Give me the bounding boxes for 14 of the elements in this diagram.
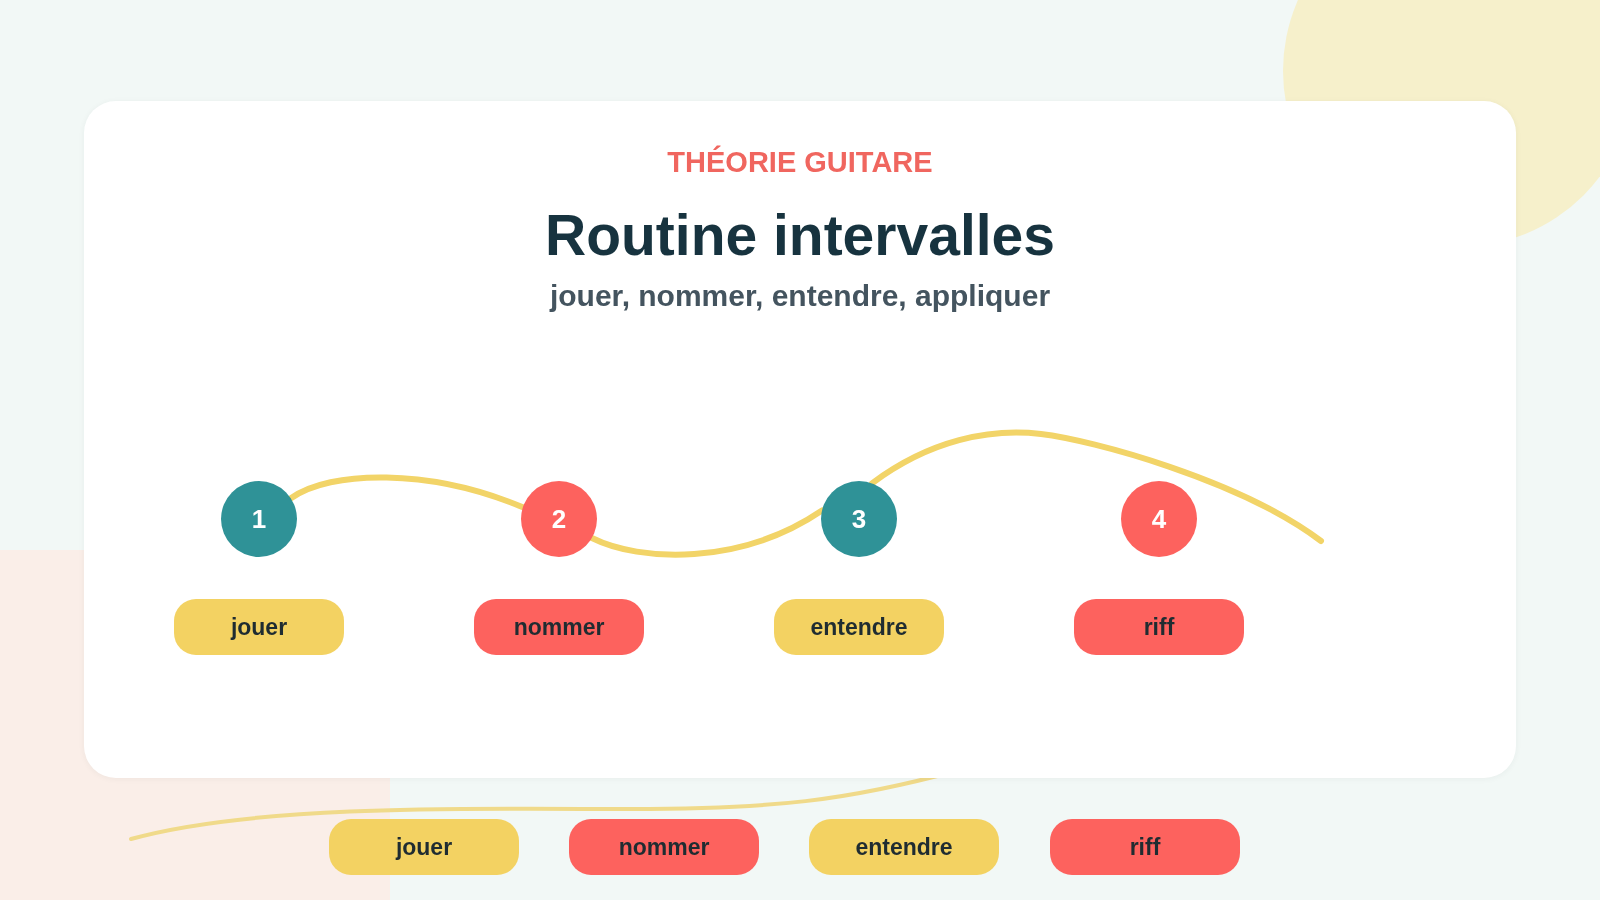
word-tag: entendre <box>809 819 999 875</box>
word-tag: nommer <box>569 819 759 875</box>
word-tag: jouer <box>329 819 519 875</box>
step-tag: nommer <box>474 599 644 655</box>
word-tag: riff <box>1050 819 1240 875</box>
step-tag: entendre <box>774 599 944 655</box>
wave-line <box>869 429 1324 544</box>
wave-line <box>588 507 825 558</box>
wave-line <box>287 474 526 511</box>
step-tag: riff <box>1074 599 1244 655</box>
title: Routine intervalles <box>545 203 1055 269</box>
step-tag: jouer <box>174 599 344 655</box>
subtitle: jouer, nommer, entendre, appliquer <box>549 279 1051 314</box>
category-heading: THÉORIE GUITARE <box>667 146 933 180</box>
